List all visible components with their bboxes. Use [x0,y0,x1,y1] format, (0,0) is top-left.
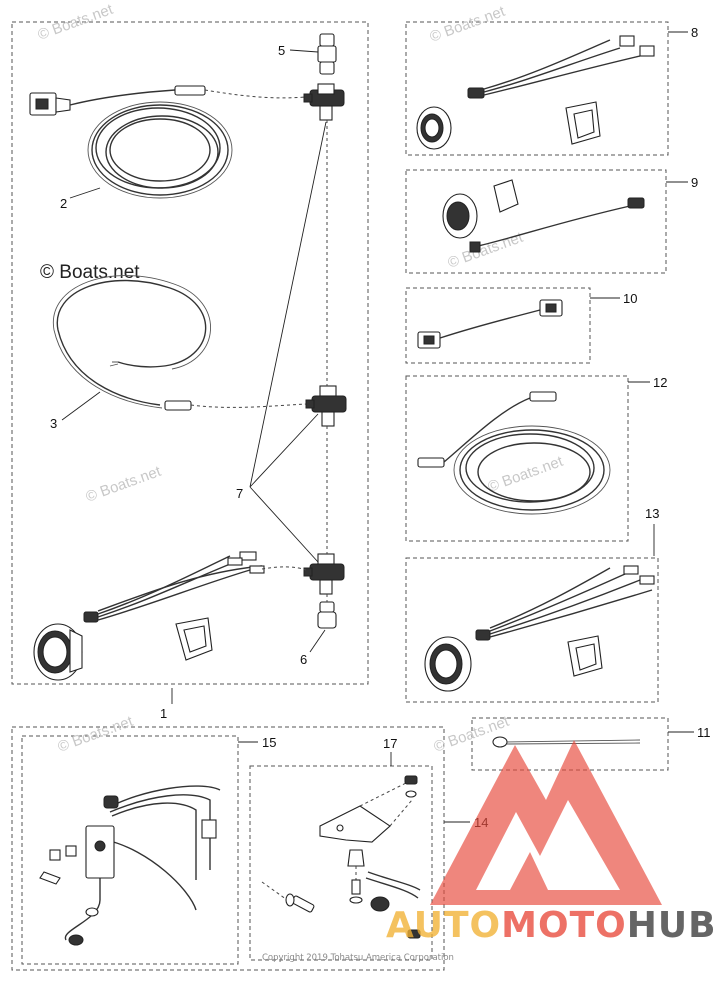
callout-17: 17 [383,736,397,751]
watermark-group: © Boats.net © Boats.net © Boats.net © Bo… [36,1,566,756]
part-11-sensor [492,736,641,748]
group-box-9 [405,169,667,274]
callout-11: 11 [697,725,711,740]
part-13-gauge-harness [424,565,655,692]
group-box-17 [249,765,433,961]
logo-triangle-core [510,852,548,890]
callout-7: 7 [236,486,243,501]
group-box-8 [405,21,669,156]
callout-9: 9 [691,175,698,190]
brand-moto: MOTO [501,905,627,946]
callout-5: 5 [278,43,285,58]
watermark: © Boats.net [486,453,566,496]
part-3-drop-cable [52,275,307,411]
logo-triangle-inner [476,800,620,890]
group-box-1 [11,21,369,685]
part-7-t-connector-middle [305,385,347,427]
callout-3: 3 [50,416,57,431]
group-box-10 [405,287,591,364]
svg-text:AUTOMOTOHUB: AUTOMOTOHUB [386,905,717,946]
automotohub-logo: AUTOMOTOHUB [386,740,717,946]
callout-8: 8 [691,25,698,40]
callout-15: 15 [262,735,276,750]
part-7-t-connector-top [303,83,345,121]
brand-auto: AUTO [386,905,501,946]
part-2-extension-cable [29,85,306,199]
watermark: © Boats.net [56,713,136,756]
callout-10: 10 [623,291,637,306]
group-box-12 [405,375,629,542]
part-9-gauge-kit [442,179,645,253]
part-12-extension-cable [417,391,611,515]
part-10-adapter-cable [417,299,563,349]
part-8-gauge-kit [416,35,655,150]
part-7-t-connector-bottom [303,553,345,595]
callout-6: 6 [300,652,307,667]
group-box-14 [11,726,445,971]
brand-hub: HUB [627,905,717,946]
group-box-13 [405,557,659,703]
callout-1: 1 [160,706,167,721]
callout-13: 13 [645,506,659,521]
watermark-large: © Boats.net [40,262,140,283]
part-6-terminator [317,601,337,629]
callout-12: 12 [653,375,667,390]
watermark: © Boats.net [84,463,164,506]
part-17-bracket-hardware [261,775,421,939]
watermark: © Boats.net [428,3,508,46]
part-15-wiring-harness [39,785,221,946]
part-gauge-harness-group1 [33,551,307,681]
copyright-text: Copyright 2019 Tohatsu America Corporati… [262,953,454,963]
part-5-terminator [317,33,337,75]
group-box-15 [21,735,239,965]
callout-2: 2 [60,196,67,211]
